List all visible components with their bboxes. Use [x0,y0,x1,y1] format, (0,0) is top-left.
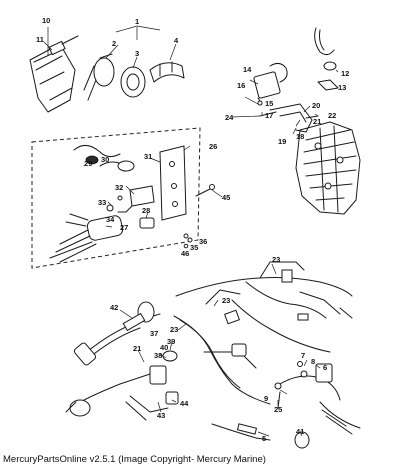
callout-6: 6 [323,363,327,372]
callout-21b: 21 [133,344,141,353]
callout-41: 41 [296,427,304,436]
callout-12: 12 [341,69,349,78]
callout-29: 29 [84,159,92,168]
callout-22: 22 [328,111,336,120]
callout-42: 42 [110,303,118,312]
callout-37: 37 [150,329,158,338]
callout-3: 3 [135,49,139,58]
callout-24: 24 [225,113,234,122]
engine-module-drawing [231,27,361,215]
callout-36: 36 [199,237,207,246]
callout-5: 5 [262,434,266,443]
callout-19: 19 [278,137,286,146]
coil-assembly-drawing [29,25,185,113]
callout-39: 39 [167,337,175,346]
callout-45: 45 [222,193,230,202]
callout-4: 4 [174,36,179,45]
callout-27: 27 [120,223,128,232]
callout-43: 43 [157,411,165,420]
callout-44: 44 [180,399,189,408]
callout-20: 20 [312,101,320,110]
callout-15: 15 [265,99,273,108]
callout-11: 11 [36,35,44,44]
callout-18: 18 [296,132,304,141]
callout-7: 7 [301,351,305,360]
callout-28: 28 [142,206,150,215]
callout-30: 30 [101,155,109,164]
callout-9: 9 [264,394,268,403]
callout-14: 14 [243,65,252,74]
callout-1: 1 [135,17,139,26]
switch-box-drawing [31,127,223,269]
callout-23b: 23 [222,296,230,305]
callout-23a: 23 [272,255,280,264]
callout-8: 8 [311,357,315,366]
callout-33: 33 [98,198,106,207]
callout-23c: 23 [170,325,178,334]
callout-2: 2 [112,39,116,48]
callout-34: 34 [106,215,115,224]
callout-16: 16 [237,81,245,90]
callout-35: 35 [190,243,198,252]
callout-40: 40 [160,343,168,352]
callout-21: 21 [313,117,321,126]
callout-10: 10 [42,16,50,25]
callout-32: 32 [115,183,123,192]
callout-13: 13 [338,83,346,92]
callout-labels: 10 11 1 2 3 4 12 13 14 16 15 17 20 22 24… [36,16,349,443]
callout-38: 38 [154,351,162,360]
callout-31: 31 [144,152,152,161]
callout-17: 17 [265,111,273,120]
callout-46: 46 [181,249,189,258]
callout-26: 26 [209,142,217,151]
copyright-footer: MercuryPartsOnline v2.5.1 (Image Copyrig… [3,454,266,465]
main-harness-drawing [65,261,361,449]
callout-25: 25 [274,405,282,414]
